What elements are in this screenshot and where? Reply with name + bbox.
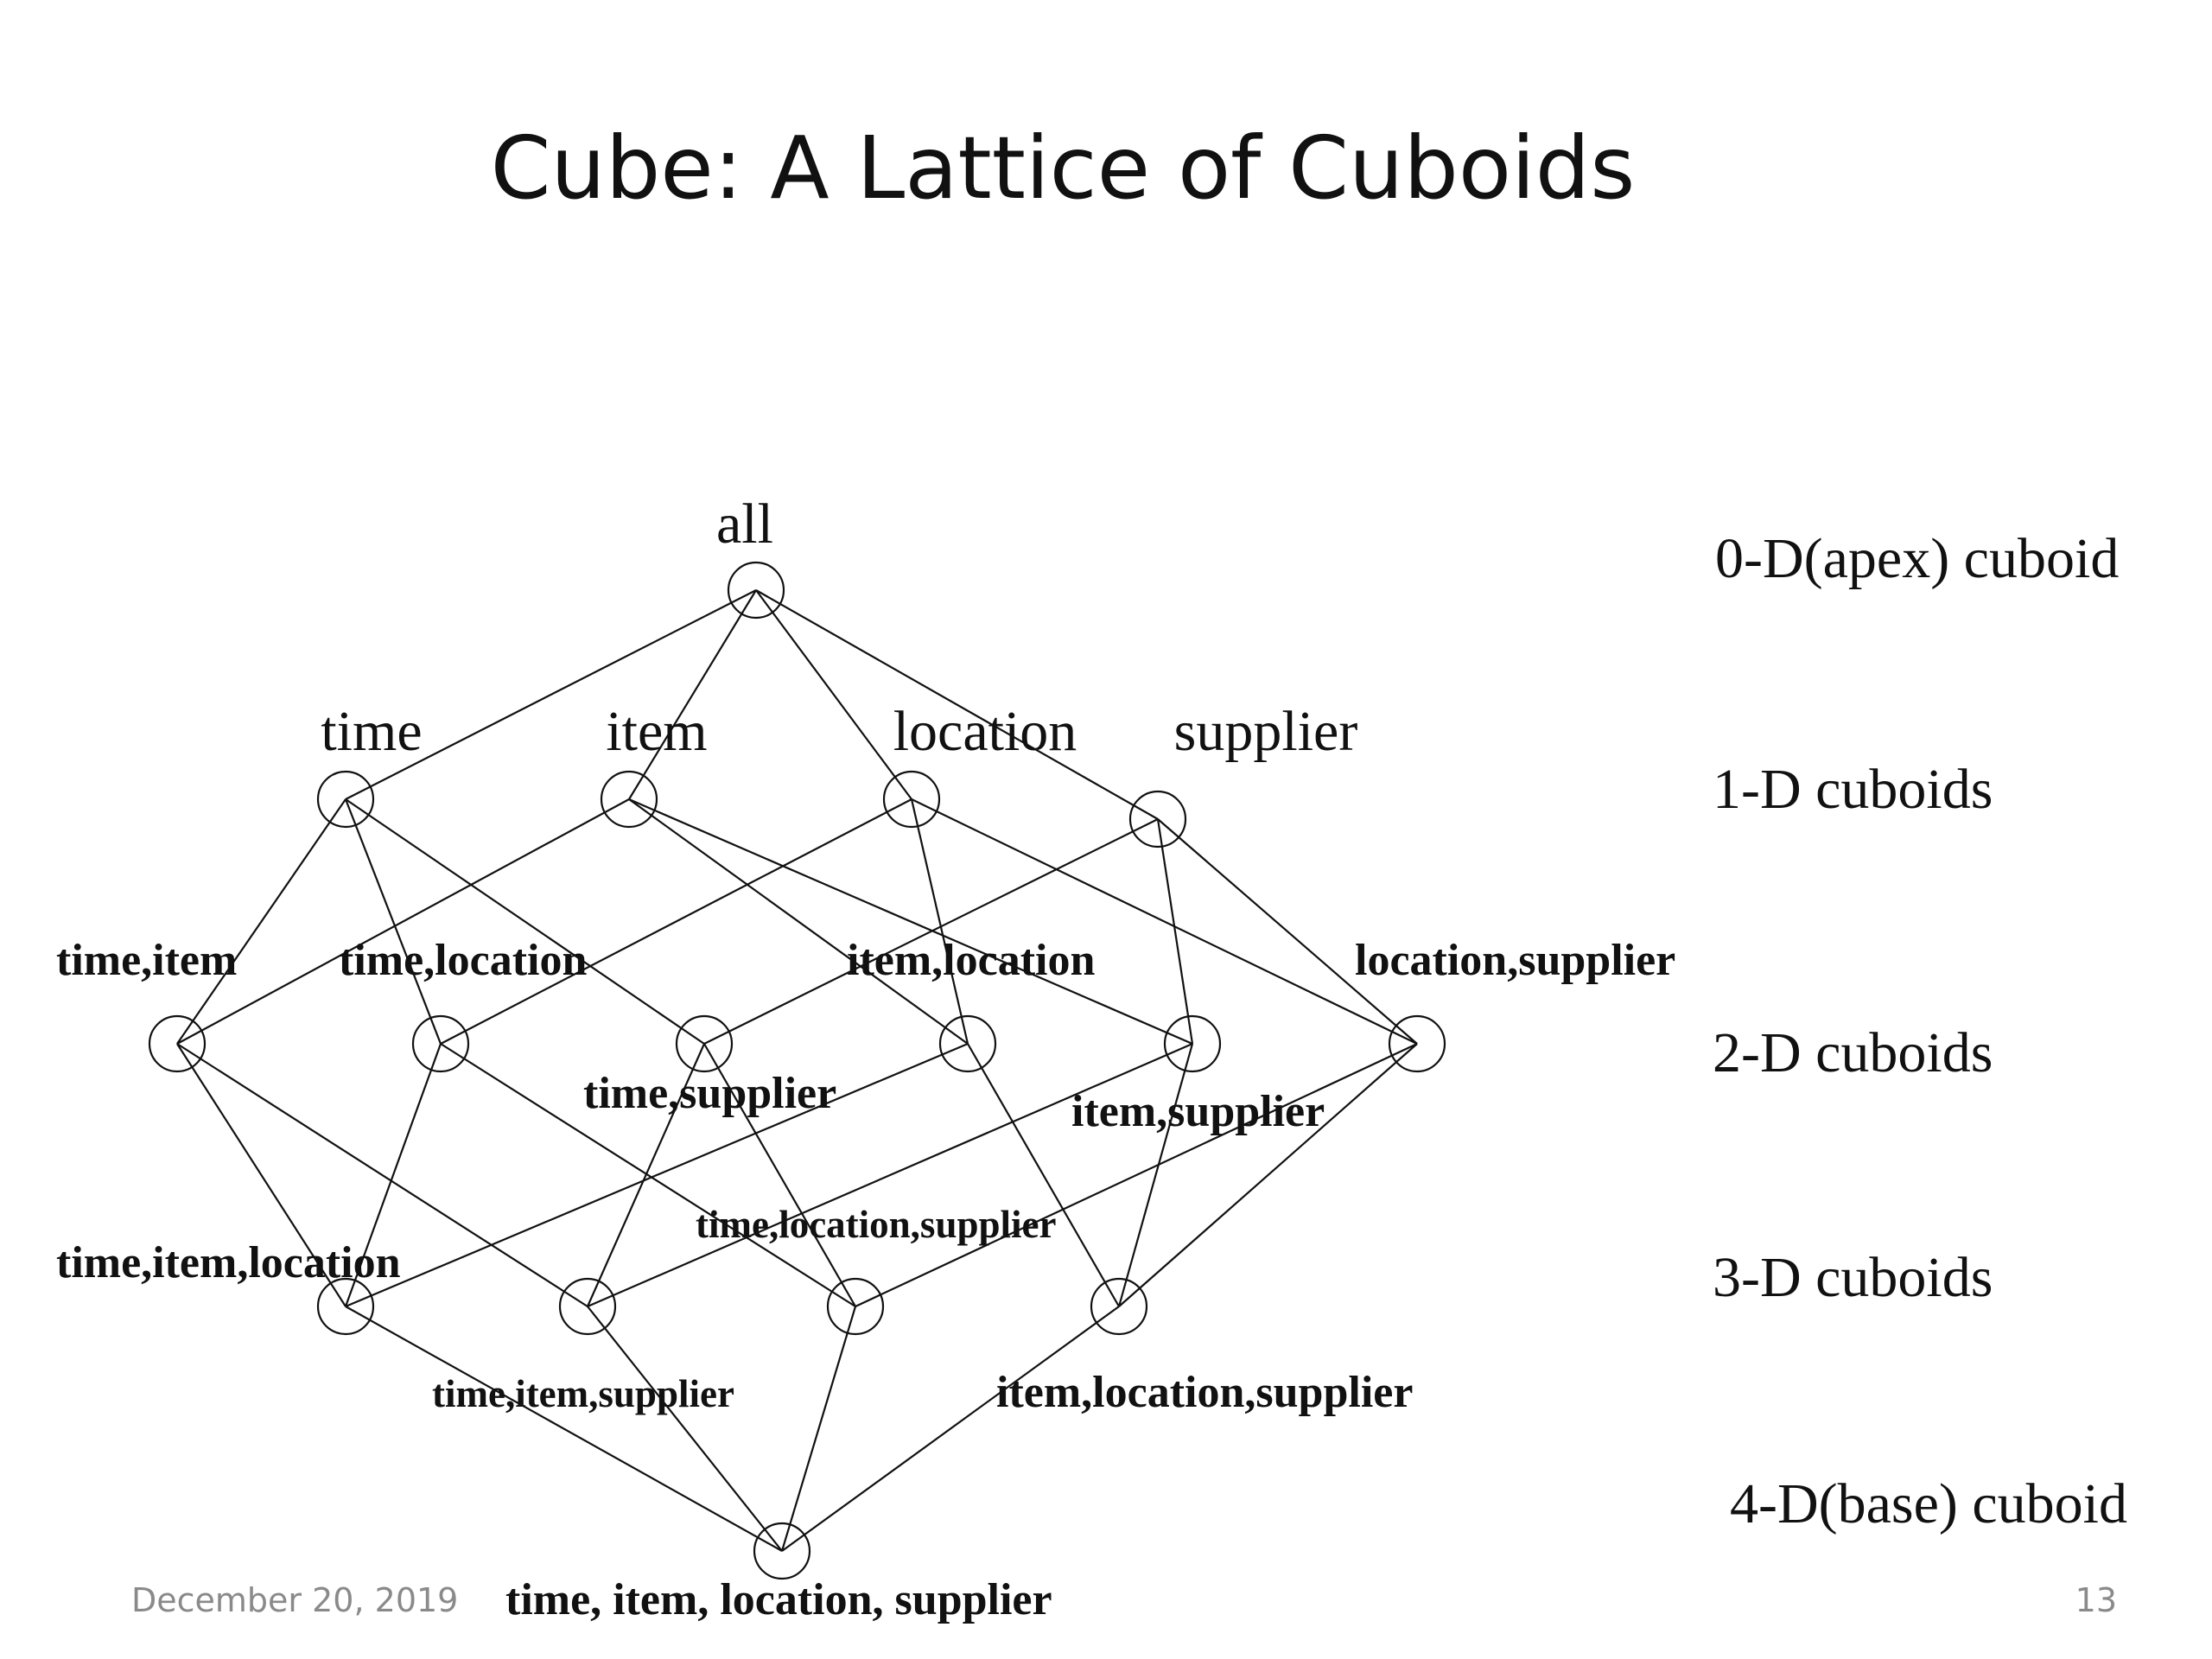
node-label-item-location: item,location [847,936,1095,985]
node-label-location: location [893,700,1077,763]
edge-all-to-supplier [755,589,1159,820]
edge-all-to-time [345,589,757,800]
edge-location-to-time_location [440,798,912,1045]
edge-location-to-item_location [910,798,969,1045]
edge-item_location-to-item_location_supplier [967,1043,1120,1307]
edge-item-to-item_location [628,798,969,1045]
footer-date: December 20, 2019 [131,1581,459,1619]
node-time-supplier [675,1014,734,1073]
edge-time_item_supplier-to-base [587,1306,783,1552]
node-location-supplier [1388,1014,1446,1073]
edge-all-to-location [755,589,912,800]
edge-item_supplier-to-item_location_supplier [1117,1043,1194,1307]
lattice-node-labels: all time item location supplier time,item time… [56,493,1675,1624]
edge-supplier-to-location_supplier [1157,818,1418,1045]
node-time-item [148,1014,207,1073]
edge-location-to-location_supplier [911,798,1418,1045]
node-all [727,561,785,620]
node-time-location [411,1014,470,1073]
level-label-0d: 0-D(apex) cuboid [1715,527,2119,590]
node-label-all: all [716,493,773,556]
node-label-time-item-supplier: time,item,supplier [432,1372,734,1415]
level-labels: 0-D(apex) cuboid 1-D cuboids 2-D cuboids 3-… [1713,527,2127,1535]
node-label-location-supplier: location,supplier [1355,936,1675,985]
node-label-time-supplier: time,supplier [583,1069,836,1118]
node-label-item-location-supplier: item,location,supplier [996,1368,1413,1417]
level-label-2d: 2-D cuboids [1713,1021,1993,1084]
lattice-nodes [148,561,1446,1580]
node-time [316,770,375,829]
edge-item_supplier-to-time_item_supplier [587,1042,1193,1308]
node-item-supplier [1163,1014,1222,1073]
edge-item-to-time_item [176,798,630,1045]
edge-time_item-to-time_item_location [176,1043,346,1307]
edge-time_supplier-to-time_location_supplier [703,1043,856,1307]
edge-time_supplier-to-time_item_supplier [586,1043,706,1307]
edge-item_location-to-time_item_location [345,1042,969,1308]
edge-time_location-to-time_item_location [344,1043,442,1307]
lattice-edges [176,589,1418,1552]
node-time-location-supplier [826,1277,885,1336]
footer-page-number: 13 [2075,1581,2117,1619]
level-label-4d: 4-D(base) cuboid [1730,1472,2127,1535]
node-label-supplier: supplier [1174,700,1358,763]
edge-item-to-item_supplier [628,798,1193,1046]
node-time-item-location [316,1277,375,1336]
level-label-1d: 1-D cuboids [1713,758,1993,821]
edge-location_supplier-to-time_location_supplier [855,1043,1418,1307]
edge-time_location_supplier-to-base [780,1306,857,1552]
node-label-base: time, item, location, supplier [505,1575,1052,1624]
node-item-location-supplier [1090,1277,1148,1336]
node-label-time-location-supplier: time,location,supplier [696,1203,1056,1246]
edge-all-to-item [628,589,757,800]
edge-supplier-to-item_supplier [1156,818,1194,1045]
edge-item_location_supplier-to-base [781,1306,1120,1552]
node-item-location [938,1014,997,1073]
node-label-time-item: time,item [56,936,237,985]
edge-time-to-time_location [344,798,442,1045]
edge-time-to-time_supplier [345,798,705,1045]
edge-time_item_location-to-base [345,1306,783,1552]
node-label-time-location: time,location [339,936,587,985]
node-label-time: time [321,700,422,763]
node-label-time-item-location: time,item,location [56,1238,401,1287]
edge-location_supplier-to-item_location_supplier [1118,1043,1418,1307]
node-time-item-supplier [558,1277,617,1336]
node-location [882,770,941,829]
node-label-item-supplier: item,supplier [1071,1087,1325,1136]
slide-title: Cube: A Lattice of Cuboids [490,118,1636,219]
edge-time_location-to-time_location_supplier [440,1043,856,1307]
edge-supplier-to-time_supplier [703,818,1159,1045]
node-label-item: item [606,700,707,763]
level-label-3d: 3-D cuboids [1713,1246,1993,1309]
edge-time-to-time_item [176,798,346,1045]
node-base [753,1522,811,1580]
edge-time_item-to-time_item_supplier [176,1043,588,1307]
node-item [600,770,658,829]
node-supplier [1128,790,1187,849]
